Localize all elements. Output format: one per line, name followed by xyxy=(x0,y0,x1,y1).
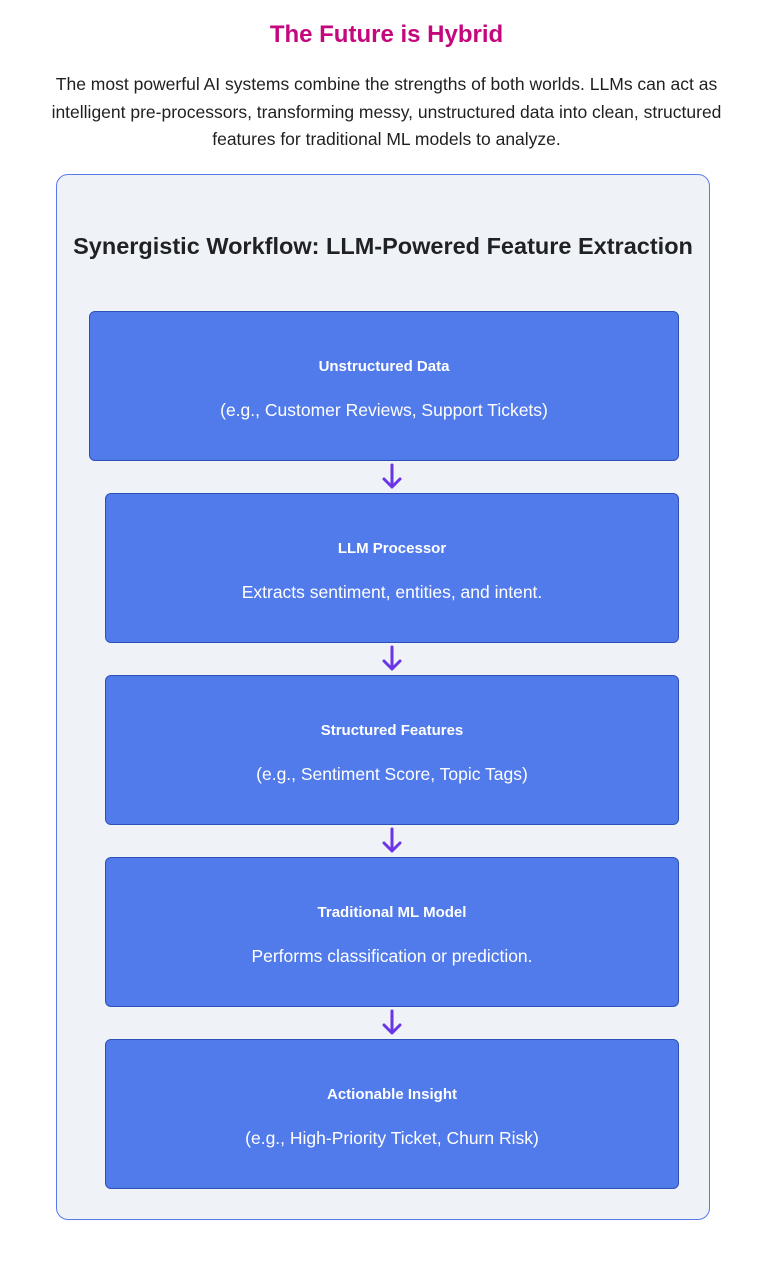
step-actionable-insight: Actionable Insight (e.g., High-Priority … xyxy=(105,1039,679,1189)
step-title: Structured Features xyxy=(320,722,464,739)
step-unstructured-data: Unstructured Data (e.g., Customer Review… xyxy=(89,311,679,461)
step-description: (e.g., High-Priority Ticket, Churn Risk) xyxy=(245,1128,539,1148)
step-title: Actionable Insight xyxy=(326,1086,457,1103)
intro-paragraph: The most powerful AI systems combine the… xyxy=(51,74,722,149)
step-title: LLM Processor xyxy=(337,540,447,557)
step-structured-features: Structured Features (e.g., Sentiment Sco… xyxy=(105,675,679,825)
step-title: Traditional ML Model xyxy=(317,904,467,921)
step-description: Performs classification or prediction. xyxy=(251,946,533,966)
step-traditional-ml-model: Traditional ML Model Performs classifica… xyxy=(105,857,679,1007)
page-title: The Future is Hybrid xyxy=(269,21,504,48)
step-title: Unstructured Data xyxy=(318,358,450,375)
arrow-down-icon xyxy=(382,1009,402,1035)
step-llm-processor: LLM Processor Extracts sentiment, entiti… xyxy=(105,493,679,643)
arrow-down-icon xyxy=(382,463,402,489)
step-description: (e.g., Customer Reviews, Support Tickets… xyxy=(220,400,548,420)
workflow-title: Synergistic Workflow: LLM-Powered Featur… xyxy=(73,233,693,259)
arrow-down-icon xyxy=(382,645,402,671)
arrow-down-icon xyxy=(382,827,402,853)
step-description: Extracts sentiment, entities, and intent… xyxy=(241,582,543,602)
step-description: (e.g., Sentiment Score, Topic Tags) xyxy=(256,764,528,784)
